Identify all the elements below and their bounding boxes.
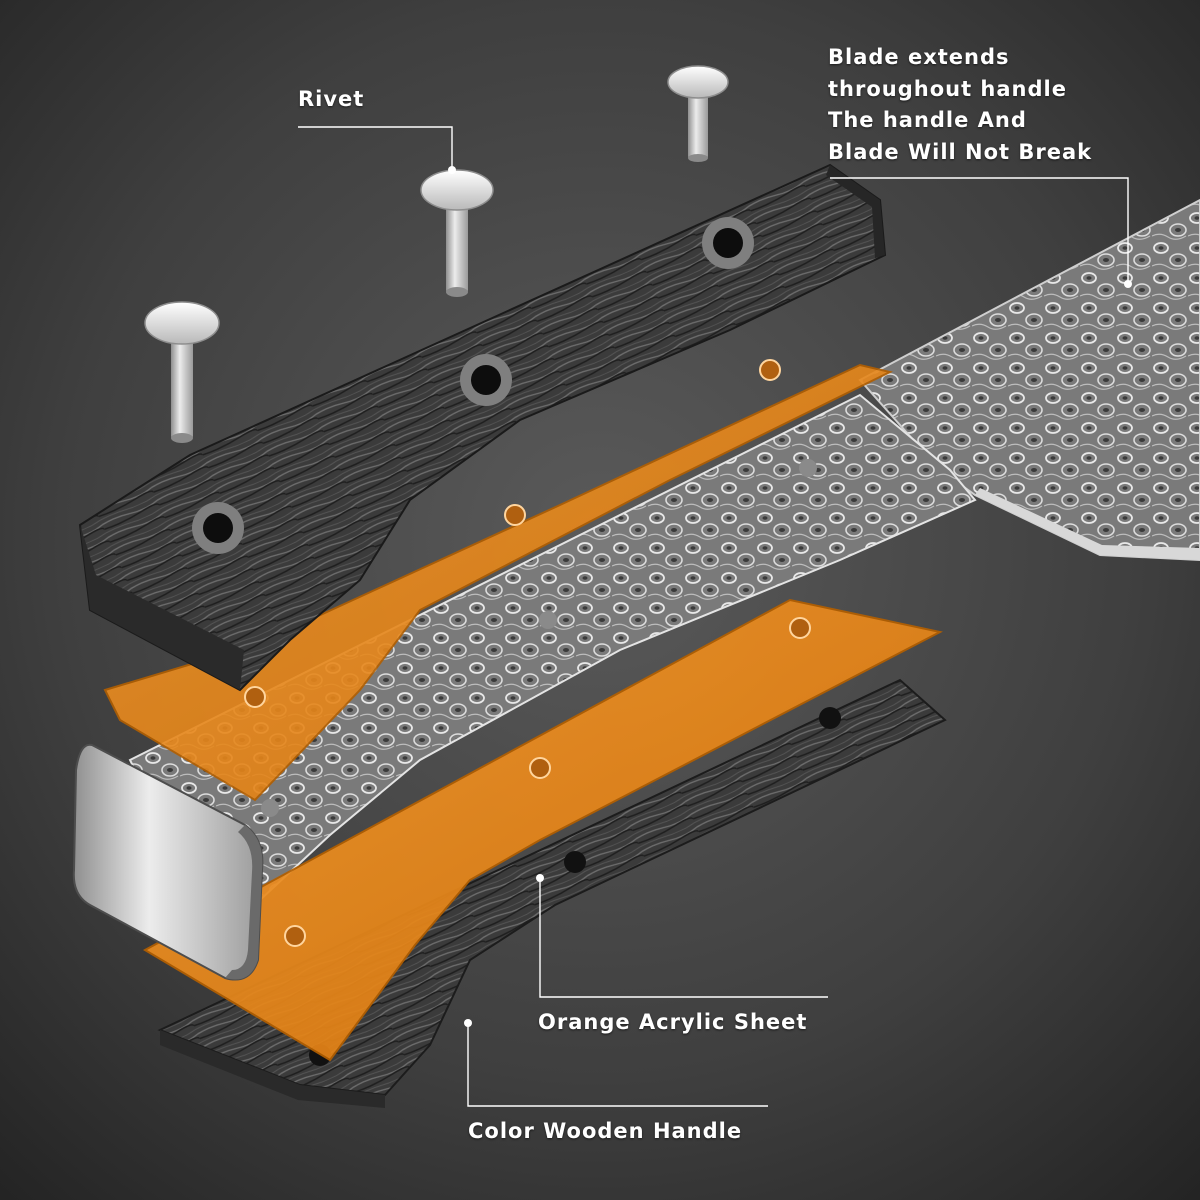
rivet-label: Rivet	[298, 87, 365, 111]
tang-hole-icon	[539, 611, 557, 629]
acrylic-leader-dot-icon	[536, 874, 544, 882]
handle-rivet-hole-icon	[702, 217, 754, 269]
top-wood-handle-scale	[78, 163, 887, 692]
bottom-acrylic-sheet	[142, 598, 943, 1062]
handle-leader-dot-icon	[464, 1019, 472, 1027]
tang-hole-icon	[261, 799, 279, 817]
rivet-icon	[420, 169, 494, 297]
blade-label-line: The handle And	[828, 108, 1027, 132]
acrylic-sheet-label: Orange Acrylic Sheet	[538, 1010, 808, 1034]
handle-leader-line	[467, 1025, 768, 1107]
handle-rivet-hole-icon	[460, 354, 512, 406]
blade-label: Blade extends throughout handle The hand…	[828, 42, 1092, 168]
wooden-handle-label: Color Wooden Handle	[468, 1119, 743, 1143]
rivet-icon	[144, 301, 220, 443]
tang-hole-icon	[799, 459, 817, 477]
rivet-leader-dot-icon	[448, 166, 456, 174]
handle-rivet-hole-icon	[564, 851, 586, 873]
acrylic-hole-icon	[789, 617, 811, 639]
end-cap	[72, 743, 264, 981]
acrylic-leader-line	[539, 880, 828, 998]
handle-rivet-hole-icon	[192, 502, 244, 554]
rivet-icon	[667, 65, 729, 162]
acrylic-hole-icon	[529, 757, 551, 779]
acrylic-hole-icon	[244, 686, 266, 708]
blade-leader-dot-icon	[1124, 280, 1132, 288]
acrylic-hole-icon	[759, 359, 781, 381]
top-acrylic-sheet	[103, 359, 893, 802]
acrylic-hole-icon	[504, 504, 526, 526]
blade-label-line: Blade extends	[828, 45, 1010, 69]
rivet-leader-line	[298, 126, 453, 168]
blade-label-line: Blade Will Not Break	[828, 139, 1093, 164]
handle-rivet-hole-icon	[819, 707, 841, 729]
blade-leader-line	[830, 177, 1129, 282]
callout-leaders	[298, 126, 1129, 1107]
acrylic-hole-icon	[284, 925, 306, 947]
blade-label-line: throughout handle	[828, 76, 1067, 101]
